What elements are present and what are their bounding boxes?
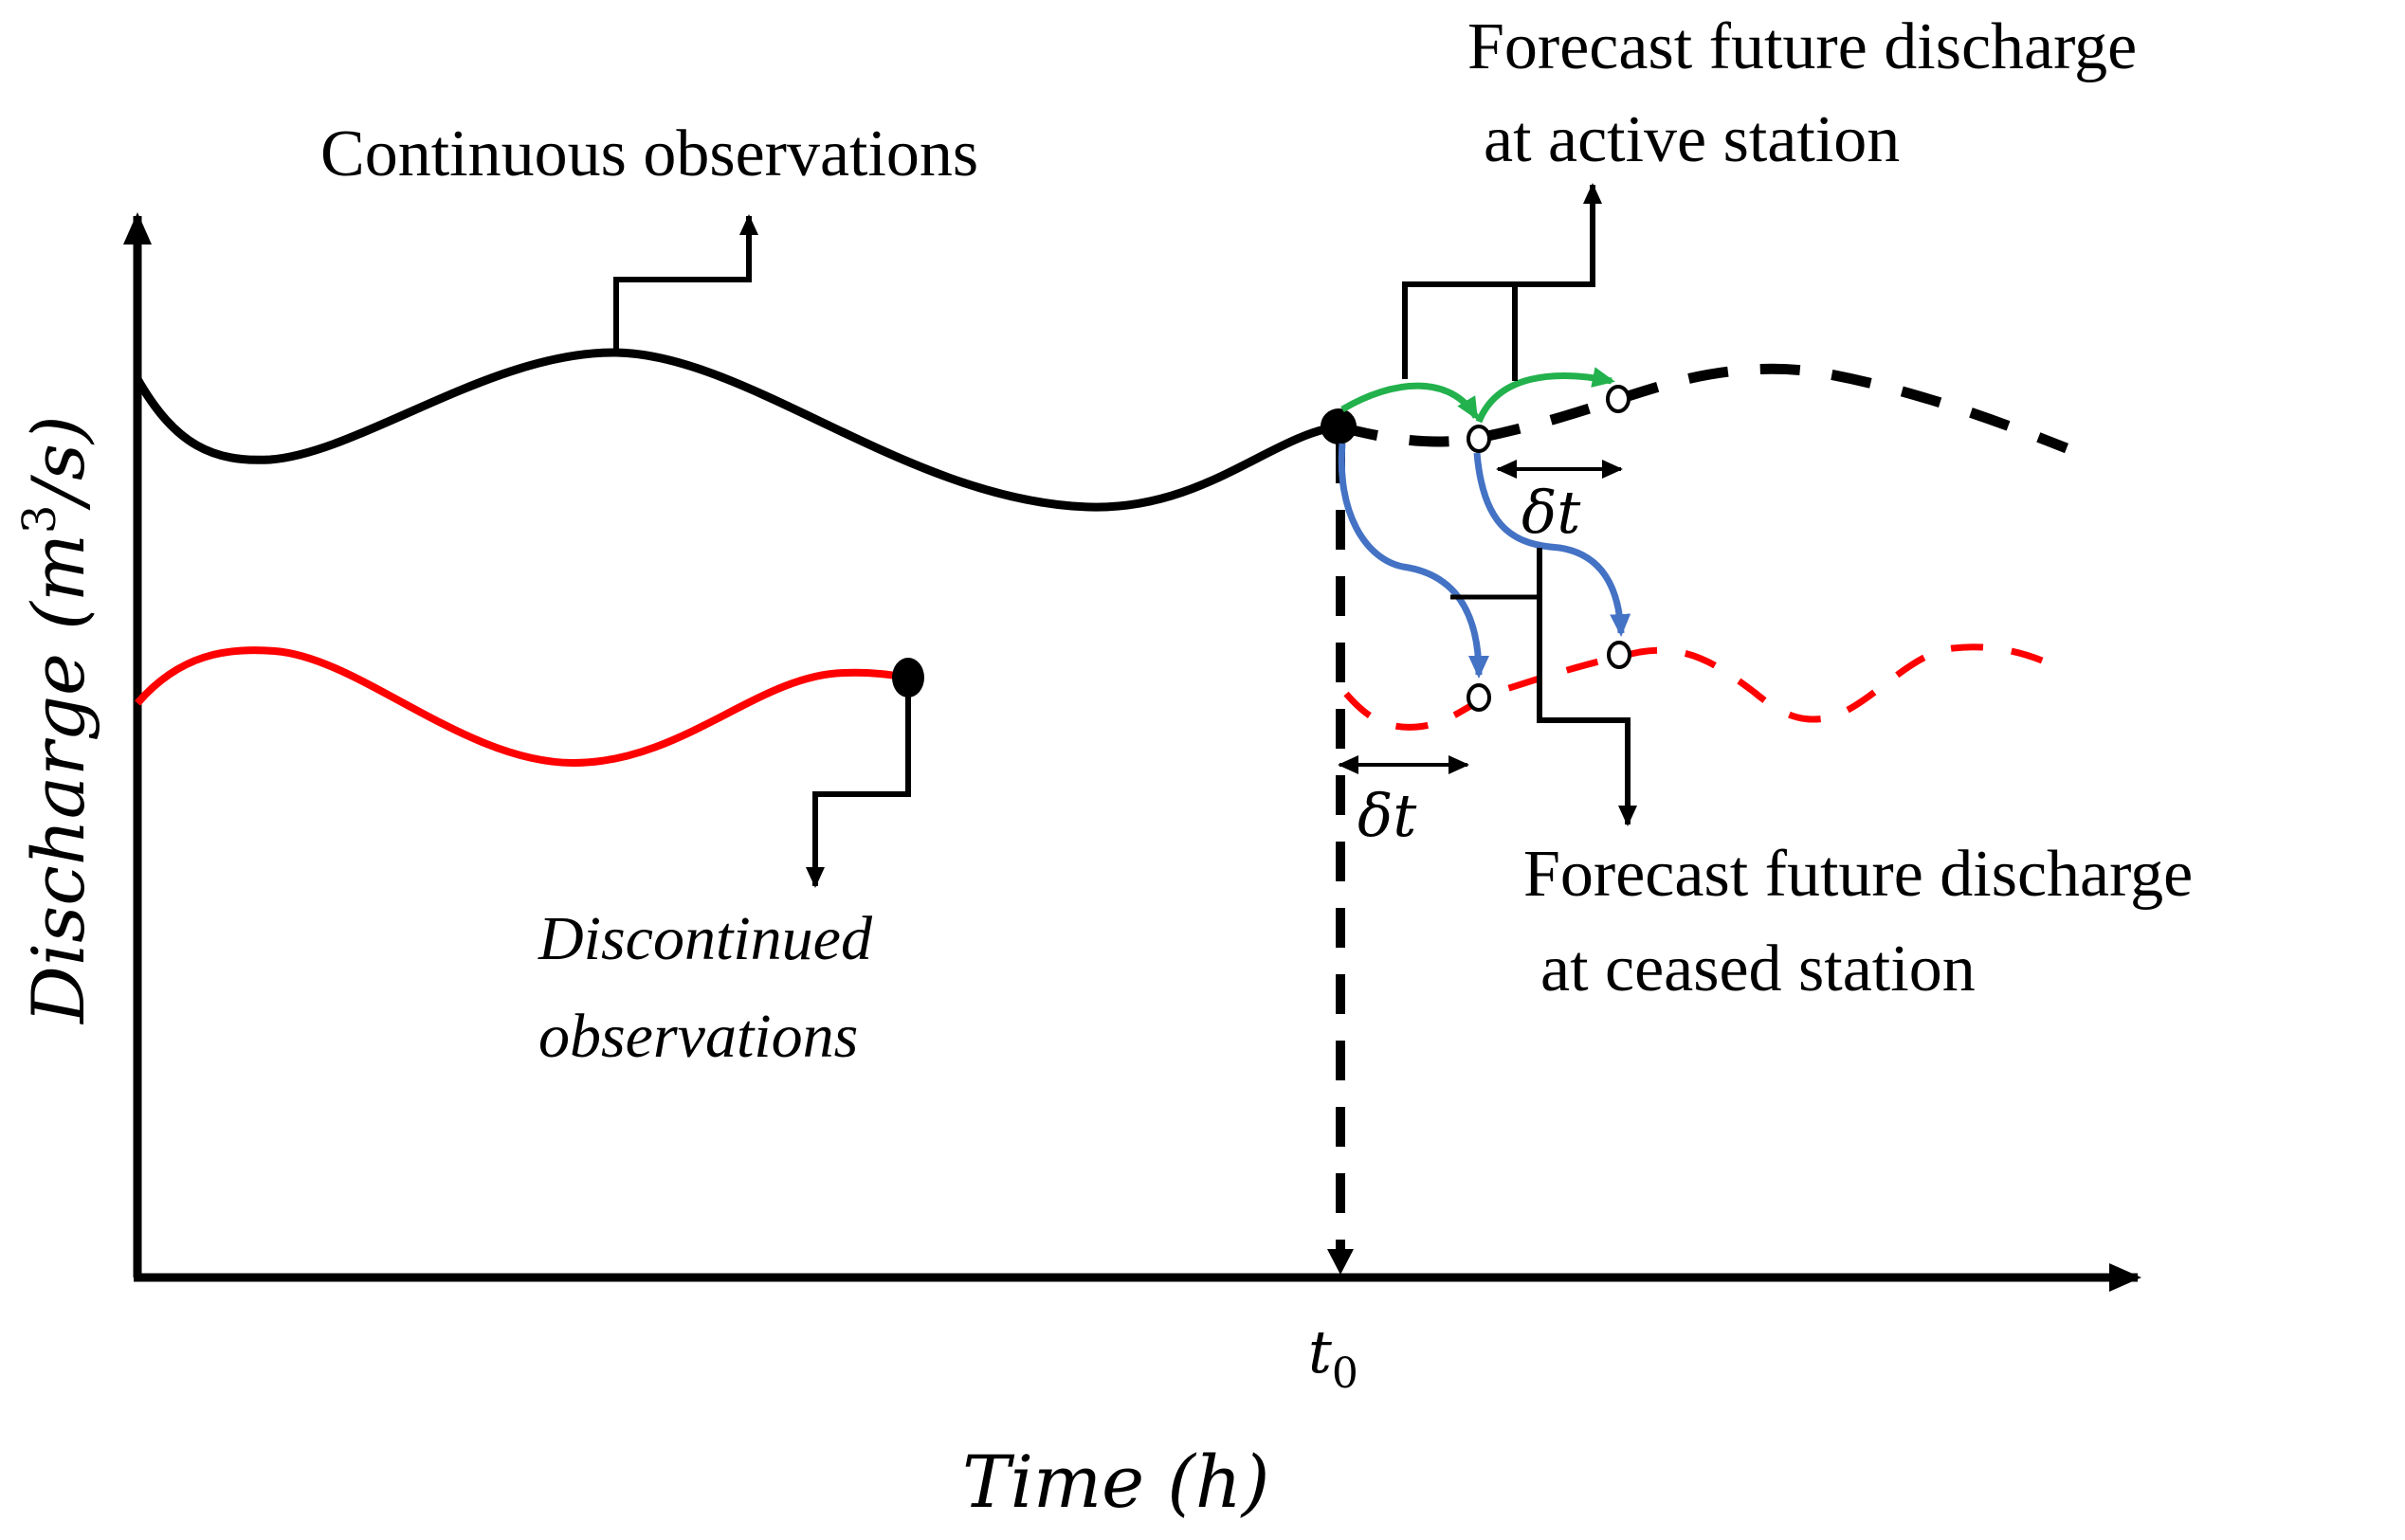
active-callout-line	[1402, 183, 1602, 379]
t0-observation-marker	[1321, 408, 1357, 444]
t0-base: t	[1308, 1317, 1332, 1386]
x-axis-label: Time (h)	[962, 1440, 1269, 1524]
y-axis-label-exponent: 3	[13, 505, 66, 534]
y-axis-label-tail: /s)	[16, 415, 100, 511]
ceased-forecast-arrow-1	[1338, 443, 1489, 679]
discontinued-label-line1: Discontinued	[537, 904, 873, 973]
active-forecast-curve	[1337, 363, 2069, 454]
discontinued-end-marker	[892, 658, 924, 698]
delta-t-lower-label: δt	[1357, 781, 1416, 850]
ceased-forecast-label-line2: at ceased station	[1540, 933, 1976, 1006]
ceased-forecast-point-2	[1607, 641, 1631, 669]
t0-subscript: 0	[1332, 1350, 1358, 1398]
ceased-forecast-curve	[1343, 643, 2061, 731]
discontinued-observation-curve	[134, 646, 909, 768]
ceased-forecast-label-line1: Forecast future discharge	[1523, 838, 2193, 911]
active-forecast-arrow-2	[1475, 367, 1615, 424]
active-forecast-label-line2: at active station	[1484, 103, 1900, 176]
continuous-observation-curve	[134, 348, 1339, 512]
y-axis-label: Discharge (m3/s)	[13, 415, 100, 1025]
active-forecast-point-1	[1467, 425, 1491, 453]
ceased-callout-line	[1537, 548, 1637, 826]
active-forecast-label-line1: Forecast future discharge	[1467, 10, 2137, 83]
delta-t-upper-label: δt	[1521, 478, 1580, 547]
discontinued-callout-line	[806, 697, 911, 888]
discontinued-label-line2: observations	[538, 1002, 858, 1071]
continuous-observations-label: Continuous observations	[320, 118, 978, 190]
active-forecast-arrow-1	[1340, 382, 1479, 421]
t0-arrowhead	[1327, 1249, 1354, 1275]
y-axis-label-main: Discharge (m	[16, 534, 100, 1025]
ceased-forecast-point-1	[1467, 683, 1491, 712]
continuous-callout-line	[613, 214, 758, 353]
active-forecast-point-2	[1606, 385, 1631, 413]
axes	[123, 212, 2141, 1292]
t0-tick-label: t0	[1308, 1317, 1358, 1398]
ceased-forecast-arrow-2	[1473, 452, 1631, 637]
